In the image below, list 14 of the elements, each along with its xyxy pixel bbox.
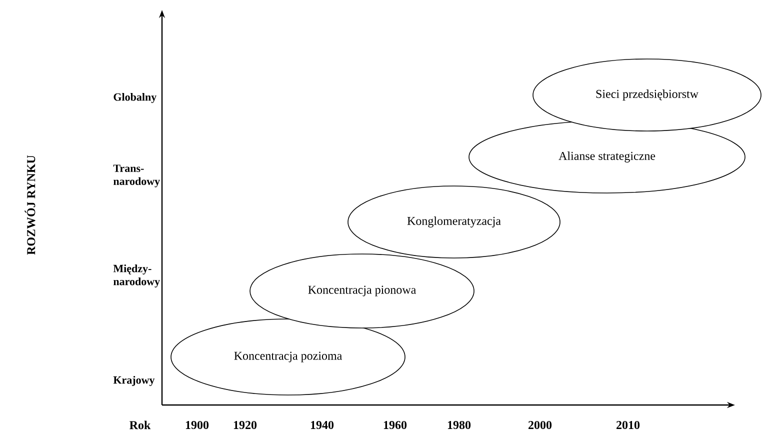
level-label: Globalny <box>114 93 156 103</box>
year-label: 1940 <box>310 420 334 430</box>
year-label: 1960 <box>384 420 407 430</box>
year-label: 1900 <box>186 420 209 430</box>
year-label: 2010 <box>616 420 640 430</box>
year-label: 2000 <box>528 420 552 430</box>
axis-title: ROZWÓJ RYNKU <box>24 155 36 255</box>
year-label: Rok <box>130 420 151 430</box>
level-label: Trans- narodowy <box>113 164 160 188</box>
year-label: 1980 <box>448 420 471 430</box>
level-label: Krajowy <box>113 376 155 386</box>
year-label: 1920 <box>234 420 257 430</box>
node-label: Sieci przedsiębiorstw <box>596 90 698 100</box>
level-label: Między- narodowy <box>113 264 160 288</box>
